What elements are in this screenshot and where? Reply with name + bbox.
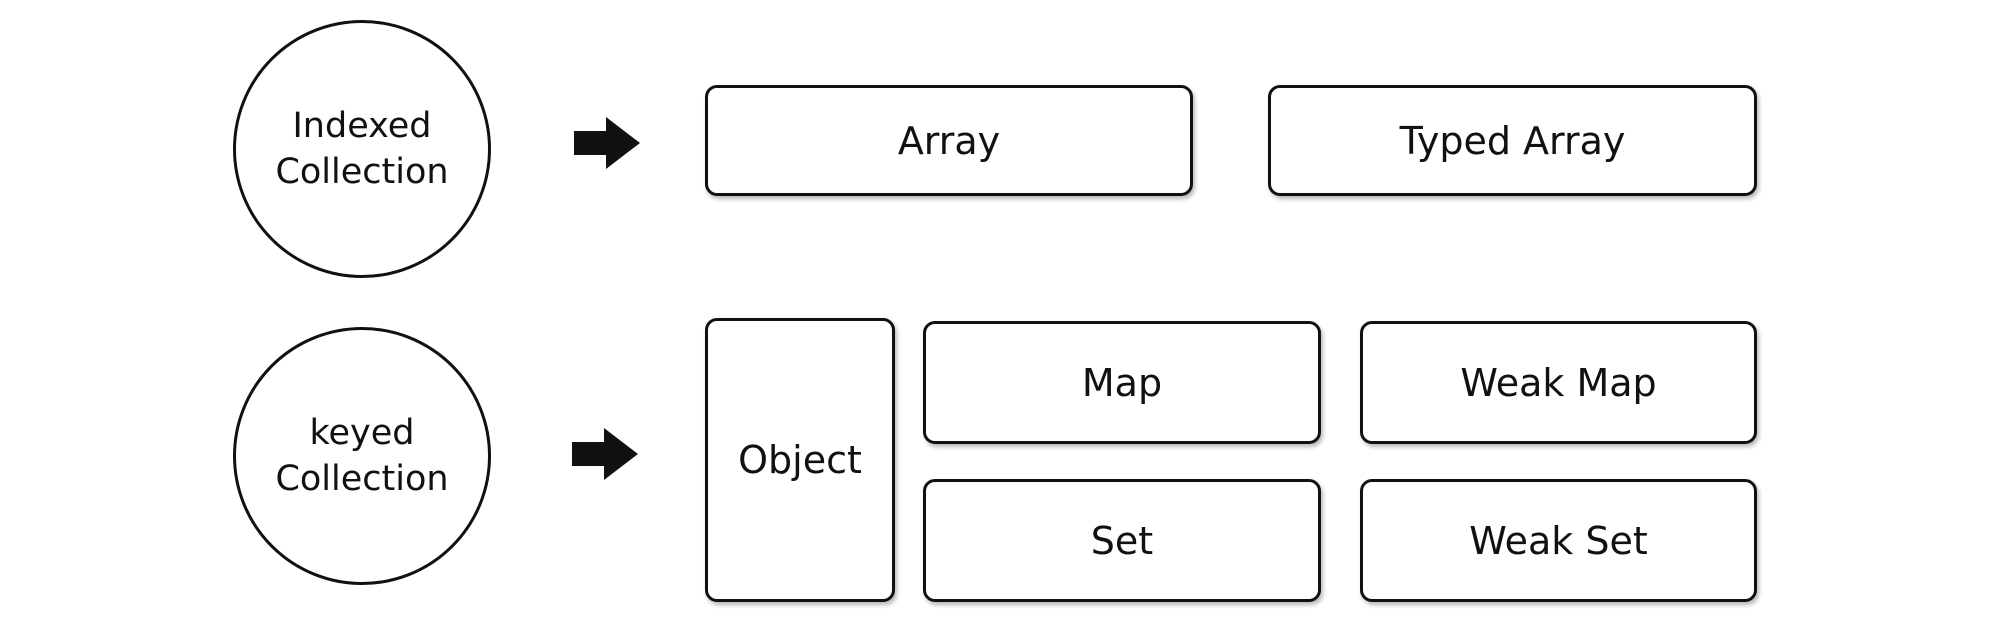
object-label: Object <box>738 438 862 482</box>
right-arrow-icon <box>572 428 638 480</box>
map-box: Map <box>923 321 1321 444</box>
keyed-collection-label-line2: Collection <box>275 459 449 499</box>
indexed-collection-label-line2: Collection <box>275 152 449 192</box>
indexed-collection-node: Indexed Collection <box>233 20 491 278</box>
weak-map-label: Weak Map <box>1460 360 1657 405</box>
weak-set-label: Weak Set <box>1469 518 1648 563</box>
weak-set-box: Weak Set <box>1360 479 1757 602</box>
typed-array-box: Typed Array <box>1268 85 1757 196</box>
map-label: Map <box>1081 360 1163 405</box>
array-label: Array <box>897 118 1001 163</box>
array-box: Array <box>705 85 1193 196</box>
typed-array-label: Typed Array <box>1399 118 1626 163</box>
weak-map-box: Weak Map <box>1360 321 1757 444</box>
keyed-collection-label-line1: keyed <box>309 413 415 453</box>
object-box: Object <box>705 318 895 602</box>
set-box: Set <box>923 479 1321 602</box>
indexed-collection-label-line1: Indexed <box>292 106 432 146</box>
set-label: Set <box>1090 518 1154 563</box>
keyed-collection-node: keyed Collection <box>233 327 491 585</box>
right-arrow-icon <box>574 117 640 169</box>
